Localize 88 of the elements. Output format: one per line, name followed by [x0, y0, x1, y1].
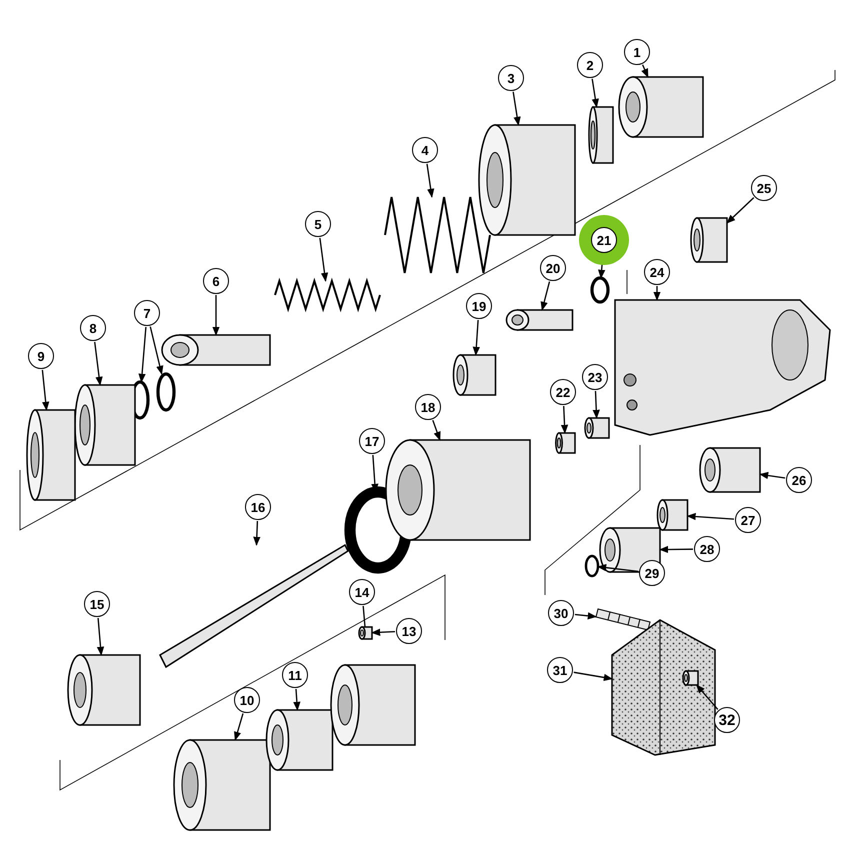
- callout-number: 28: [694, 536, 720, 562]
- callout-number: 16: [245, 494, 271, 520]
- callout-number: 29: [639, 560, 665, 586]
- leader-line: [574, 672, 613, 682]
- callout-number: 14: [349, 579, 375, 605]
- large-spring-drawing: [384, 196, 491, 274]
- leader-line: [540, 281, 550, 311]
- leader-line: [560, 406, 568, 434]
- callout-number: 9: [28, 343, 54, 369]
- callout-number: 19: [466, 293, 492, 319]
- bearing-ring-drawing: [26, 409, 76, 501]
- nut-drawing: [173, 739, 271, 831]
- leader-line: [362, 606, 366, 628]
- leader-line: [574, 612, 597, 620]
- leader-line: [319, 238, 328, 282]
- bracket-drawing: [611, 619, 716, 756]
- o-ring-drawing: [584, 554, 600, 578]
- leader-line: [212, 295, 220, 336]
- leader-line: [512, 92, 521, 126]
- callout-number: 10: [234, 687, 260, 713]
- callout-number: 5: [305, 211, 331, 237]
- leader-line: [42, 370, 50, 411]
- bolt-drawing: [506, 309, 574, 331]
- leader-line: [592, 78, 599, 108]
- leader-line: [597, 564, 638, 572]
- leader-line: [253, 520, 260, 546]
- callout-number: 31: [547, 657, 573, 683]
- knurled-screw-drawing: [618, 76, 704, 138]
- leader-line: [371, 628, 396, 636]
- leader-line: [426, 164, 434, 198]
- callout-number: 30: [548, 600, 574, 626]
- callout-number: 8: [80, 315, 106, 341]
- callout-number: 4: [412, 137, 438, 163]
- callout-number: 2: [577, 52, 603, 78]
- callout-number: 23: [582, 364, 608, 390]
- callout-number: 18: [415, 394, 441, 420]
- leader-line: [686, 512, 734, 520]
- leader-line: [641, 64, 648, 78]
- callout-number: 22: [550, 379, 576, 405]
- fitting-drawing: [699, 447, 761, 493]
- washer-drawing: [590, 276, 610, 304]
- leader-line: [653, 286, 661, 301]
- fitting-drawing: [452, 354, 496, 396]
- spacer-drawing: [584, 417, 610, 439]
- leader-line: [138, 326, 147, 383]
- leader-line: [96, 618, 104, 656]
- leader-line: [659, 546, 693, 554]
- lock-ring-drawing: [588, 106, 614, 164]
- callout-number: 26: [786, 467, 812, 493]
- nut-drawing: [682, 670, 699, 686]
- callout-number: 17: [359, 428, 385, 454]
- screw-drawing: [595, 608, 651, 631]
- leader-line: [234, 713, 244, 741]
- needle-drawing: [159, 544, 349, 668]
- callout-number: 15: [84, 591, 110, 617]
- hex-nut-drawing: [656, 499, 688, 531]
- mounting-block-drawing: [614, 299, 831, 436]
- sleeve-drawing: [266, 709, 334, 771]
- callout-number: 7: [134, 300, 160, 326]
- callout-number: 3: [498, 65, 524, 91]
- square-bolt-drawing: [690, 217, 728, 263]
- gun-body-drawing: [385, 439, 531, 541]
- callout-number: 32: [714, 707, 740, 733]
- leader-line: [432, 420, 441, 441]
- leader-line: [94, 342, 103, 386]
- callout-number: 25: [751, 175, 777, 201]
- leader-line: [592, 390, 600, 419]
- leader-line: [472, 320, 480, 356]
- leader-line: [726, 197, 754, 224]
- valve-stem-drawing: [161, 334, 271, 366]
- callout-number: 11: [282, 662, 308, 688]
- callout-number: 1: [624, 39, 650, 65]
- small-spring-drawing: [274, 278, 381, 312]
- callout-number: 13: [396, 618, 422, 644]
- nozzle-drawing: [67, 654, 141, 726]
- callout-number: 27: [735, 507, 761, 533]
- callout-number: 6: [203, 268, 229, 294]
- leader-line: [150, 326, 164, 375]
- leader-line: [759, 472, 786, 480]
- sleeve-drawing: [330, 664, 416, 746]
- o-ring-drawing: [156, 372, 176, 412]
- callout-number: 20: [540, 255, 566, 281]
- bushing-drawing: [74, 384, 136, 466]
- washer-drawing: [555, 432, 576, 454]
- threaded-cap-drawing: [478, 124, 576, 236]
- leader-line: [293, 688, 300, 711]
- set-screw-drawing: [358, 626, 373, 640]
- callout-number: 24: [644, 259, 670, 285]
